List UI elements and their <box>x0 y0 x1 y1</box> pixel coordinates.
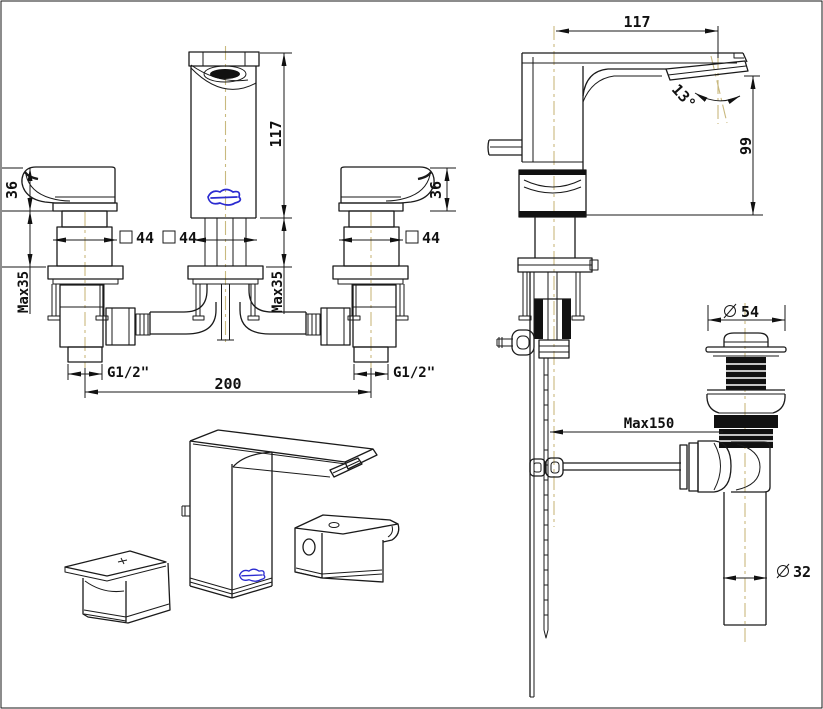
label-handle-height-left: 36 <box>3 181 21 199</box>
dim-tailpipe-diameter: 32 <box>723 563 811 581</box>
isometric-view <box>64 429 400 624</box>
iso-spout-outlet <box>329 457 363 478</box>
aerator-tip <box>665 60 749 81</box>
label-max35-right: Max35 <box>270 271 286 313</box>
label-outlet-height: 99 <box>737 137 755 155</box>
label-max35-left: Max35 <box>16 271 32 313</box>
drain-thread-lower <box>719 429 773 448</box>
faucet-side-body <box>487 52 749 218</box>
dim-pullrod-offset: Max150 <box>550 416 723 435</box>
dim-spout-height-front: 117 <box>260 52 292 219</box>
square-symbol-right <box>405 230 419 244</box>
label-tailpipe-diameter: 32 <box>793 563 811 581</box>
valve-mounting-studs <box>47 284 109 321</box>
label-drain-flange-diameter: 54 <box>741 303 759 321</box>
spout-front <box>149 51 307 341</box>
iso-right-handle-side-hole <box>302 538 316 556</box>
label-square44-right: 44 <box>422 229 440 247</box>
dim-inlet-spacing: 200 <box>84 368 372 398</box>
label-thread-left: G1/2" <box>107 365 149 381</box>
pop-up-drain <box>697 332 787 626</box>
dim-square44-left: 44 <box>53 229 154 247</box>
label-handle-height-right: 36 <box>427 181 445 199</box>
dim-max35-right: Max35 <box>266 218 292 314</box>
label-square44-center: 44 <box>179 229 197 247</box>
dim-square44-right: 44 <box>339 229 440 247</box>
tailpipe <box>723 492 767 626</box>
dim-thread-right: G1/2" <box>353 364 435 381</box>
hose-corrugation <box>135 313 151 336</box>
label-thread-right: G1/2" <box>393 365 435 381</box>
spout-outlet <box>210 69 240 79</box>
clevis-clip <box>529 457 564 478</box>
iso-left-handle-screw-cross <box>117 557 128 565</box>
front-view: 117 Max35 36 Max35 36 <box>2 46 456 398</box>
mounting-nut <box>538 339 570 359</box>
drain-bell-flange <box>706 389 786 414</box>
dim-max35-left: Max35 <box>2 211 46 314</box>
diameter-symbol-54 <box>723 303 737 319</box>
dim-drain-flange-diameter: 54 <box>707 303 786 331</box>
inlet-shank <box>67 346 103 363</box>
square-symbol-center <box>162 230 176 244</box>
iso-right-handle <box>294 514 400 583</box>
dim-outlet-height: 99 <box>737 75 760 215</box>
perforated-strap <box>543 358 549 639</box>
label-pullrod-offset: Max150 <box>624 416 675 432</box>
label-square44-left: 44 <box>136 229 154 247</box>
angle-tilted-line <box>710 55 728 124</box>
label-inlet-spacing: 200 <box>214 375 241 393</box>
left-valve-assembly <box>21 166 151 363</box>
under-deck-mounting <box>496 217 599 359</box>
side-view: 117 13° 99 54 Max150 <box>487 13 811 698</box>
iso-spout-side-pin <box>181 505 190 517</box>
brand-logo-front <box>207 188 242 206</box>
horseshoe-bracket <box>534 299 543 339</box>
drain-tee-body <box>697 440 771 493</box>
lift-rod-linkage <box>529 272 699 698</box>
drain-locknut <box>714 415 778 428</box>
square-symbol-left <box>119 230 133 244</box>
drain-flange-plate <box>705 346 787 353</box>
iso-spout <box>181 429 378 599</box>
label-spout-reach: 117 <box>623 13 650 31</box>
drain-stopper-cap <box>723 332 769 347</box>
dim-square44-center: 44 <box>162 229 257 247</box>
diameter-symbol-32 <box>776 563 790 579</box>
union-nut <box>105 307 136 346</box>
dim-handle-height-right: 36 <box>427 167 456 212</box>
iso-left-handle <box>64 550 171 624</box>
label-spout-height: 117 <box>267 120 285 147</box>
supply-elbow <box>59 284 151 363</box>
brand-logo-iso <box>238 568 266 582</box>
dim-spout-reach: 117 <box>556 13 719 58</box>
dim-handle-height-left: 36 <box>2 167 57 212</box>
ball-rod-nut <box>679 444 688 490</box>
handle-side-stub <box>487 139 522 156</box>
iso-right-handle-top-hole <box>328 522 340 528</box>
